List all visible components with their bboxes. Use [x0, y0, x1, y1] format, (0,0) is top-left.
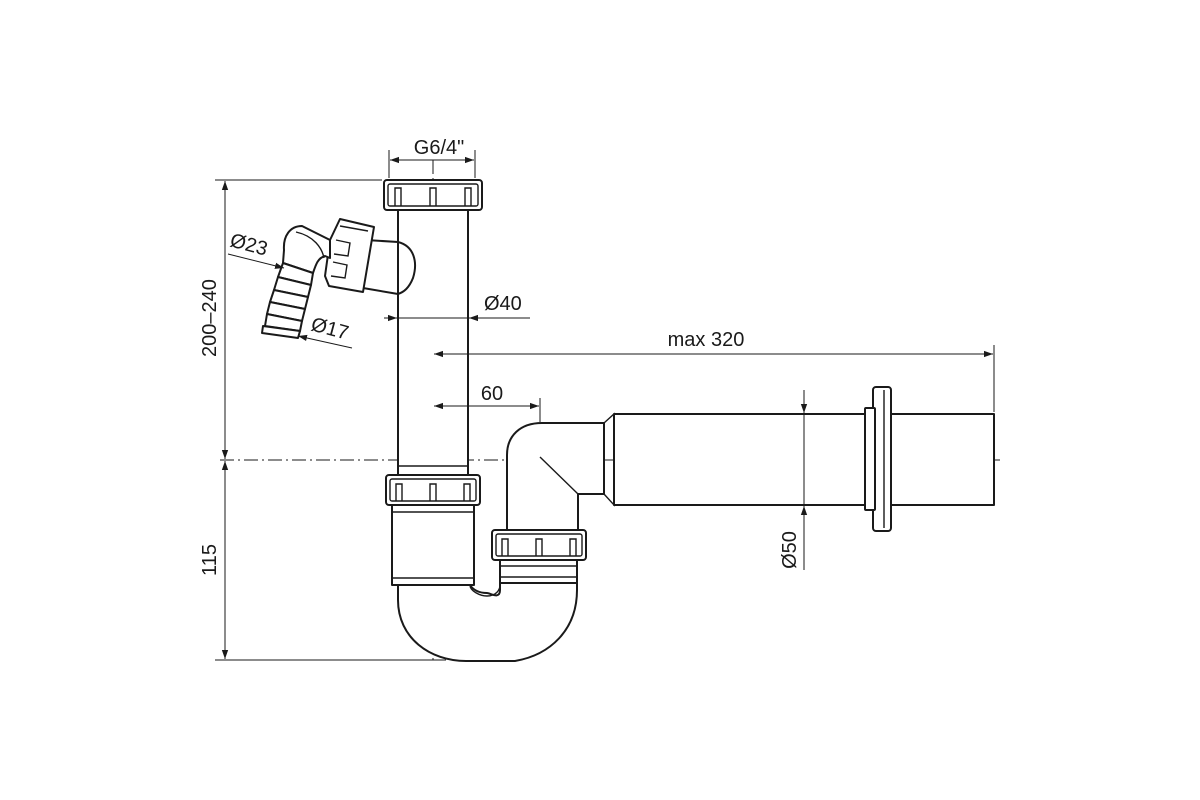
dim-thread: [388, 150, 476, 178]
trap-nut: [491, 529, 587, 561]
label-height-range: 200–240: [199, 279, 221, 357]
dim-offset: [434, 398, 541, 422]
middle-nut: [385, 474, 481, 506]
label-thread: G6/4": [414, 137, 464, 159]
dim-hose-diameter: [227, 253, 285, 269]
trap-riser: [499, 559, 578, 584]
left-lower-collar: [391, 504, 475, 586]
top-connection-nut: [383, 179, 483, 211]
label-offset: 60: [481, 383, 503, 405]
trap-u-bend: [397, 582, 578, 662]
wall-flange: [864, 386, 892, 532]
dim-max-length: [434, 345, 995, 412]
label-pipe-diameter: Ø40: [484, 293, 522, 315]
dim-hose-tip-diameter: [297, 334, 353, 349]
side-inlet-connector: [261, 218, 417, 339]
label-bottom-height: 115: [199, 544, 221, 576]
label-max-length: max 320: [668, 329, 745, 351]
dim-height-range: [215, 179, 382, 459]
dim-bottom-height: [215, 461, 446, 661]
outlet-elbow: [506, 412, 615, 531]
label-outlet-diameter: Ø50: [779, 531, 801, 569]
